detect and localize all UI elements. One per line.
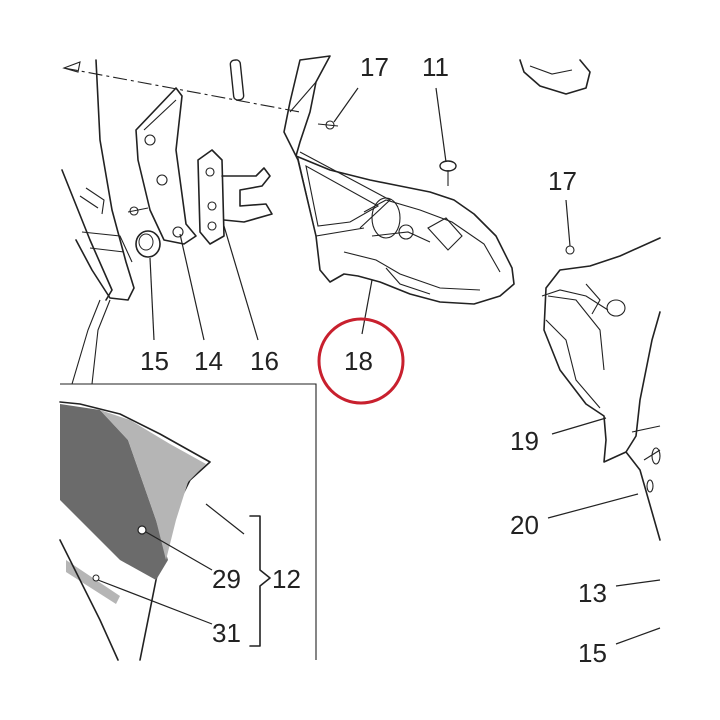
leader-16 bbox=[223, 225, 259, 341]
label-15-right: 15 bbox=[578, 638, 607, 668]
leader-12 bbox=[205, 503, 245, 535]
grommet-15 bbox=[135, 230, 161, 258]
leader-20 bbox=[547, 493, 639, 519]
leader-15a bbox=[149, 257, 155, 341]
right-fairing-assembly bbox=[541, 237, 661, 541]
label-12: 12 bbox=[272, 564, 301, 594]
bracket-14 bbox=[135, 87, 197, 245]
callout-dot-31 bbox=[92, 574, 100, 582]
arrow-head-icon bbox=[62, 61, 81, 73]
stripe-decal-31 bbox=[66, 560, 120, 604]
top-right-component bbox=[519, 59, 591, 95]
label-15-left: 15 bbox=[140, 346, 169, 376]
inset-connector bbox=[71, 299, 101, 385]
rod-part bbox=[229, 59, 245, 101]
dark-grey-decal-29 bbox=[60, 404, 168, 580]
label-11: 11 bbox=[422, 52, 449, 82]
leader-19 bbox=[551, 417, 607, 435]
light-grey-decal-12 bbox=[100, 410, 206, 560]
highlight-circle-18 bbox=[317, 317, 405, 405]
label-17-right: 17 bbox=[548, 166, 577, 196]
inset-connector bbox=[91, 299, 111, 385]
screw-17-top bbox=[317, 120, 339, 130]
leader-29 bbox=[145, 531, 213, 571]
leader-18 bbox=[361, 279, 373, 335]
inset-detail-box bbox=[59, 383, 317, 661]
label-13: 13 bbox=[578, 578, 607, 608]
leader-13 bbox=[615, 579, 661, 587]
bracket-18 bbox=[283, 55, 515, 305]
callout-dot-29 bbox=[137, 525, 147, 535]
bracket-16 bbox=[197, 149, 273, 245]
label-31: 31 bbox=[212, 618, 241, 648]
label-20: 20 bbox=[510, 510, 539, 540]
label-29: 29 bbox=[212, 564, 241, 594]
screw-17-right bbox=[565, 245, 575, 255]
label-14: 14 bbox=[194, 346, 223, 376]
screw-11 bbox=[439, 160, 457, 186]
leader-11 bbox=[435, 87, 447, 163]
label-16: 16 bbox=[250, 346, 279, 376]
leader-17b bbox=[565, 199, 571, 247]
leader-31 bbox=[97, 579, 213, 625]
leader-14 bbox=[179, 233, 205, 341]
left-fairing-panel bbox=[61, 59, 135, 301]
assembly-axis-line bbox=[63, 67, 301, 113]
label-17-top: 17 bbox=[360, 52, 389, 82]
screw-part bbox=[127, 206, 149, 216]
bracket-brace-12 bbox=[249, 515, 271, 647]
leader-15b bbox=[615, 627, 661, 645]
leader-17a bbox=[333, 87, 359, 123]
label-18: 18 bbox=[344, 346, 373, 376]
label-19: 19 bbox=[510, 426, 539, 456]
